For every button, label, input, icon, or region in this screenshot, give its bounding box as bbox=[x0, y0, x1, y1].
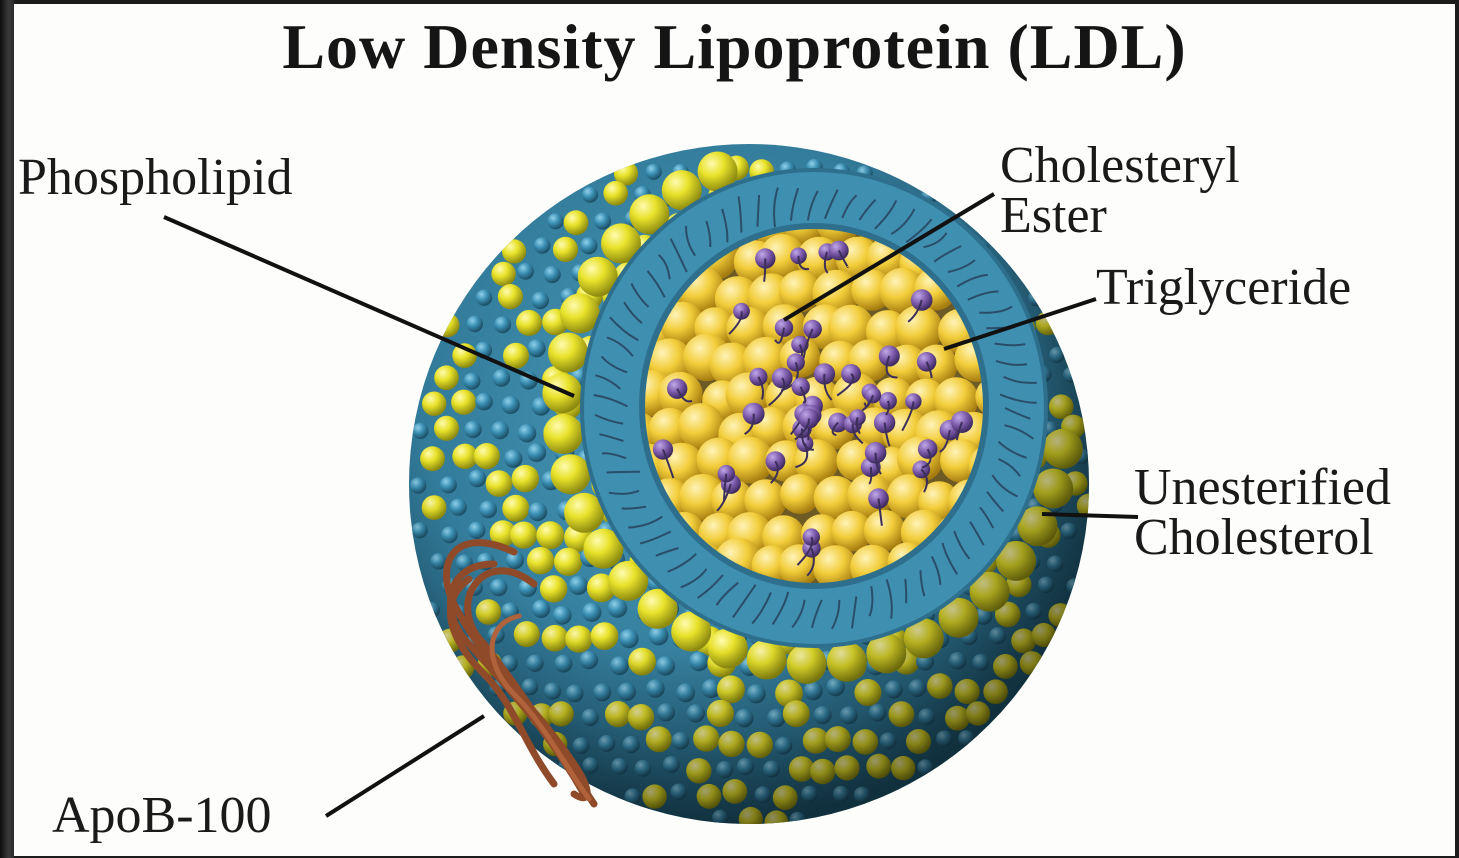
diagram-title: Low Density Lipoprotein (LDL) bbox=[14, 10, 1455, 84]
ldl-particle-illustration bbox=[14, 4, 1455, 856]
label-unesterified-line2: Cholesterol bbox=[1134, 516, 1374, 560]
fatty-acid-tail bbox=[607, 472, 641, 473]
label-unesterified-line1: Unesterified bbox=[1134, 466, 1391, 510]
window-bezel bbox=[0, 0, 14, 858]
cholesteryl-ester-bead bbox=[829, 241, 849, 261]
cholesteryl-ester-bead bbox=[912, 461, 930, 479]
label-cholesteryl-ester-line2: Ester bbox=[1000, 194, 1107, 238]
cholesteryl-ester-bead bbox=[874, 412, 895, 433]
fatty-acid-tail bbox=[905, 579, 906, 603]
label-phospholipid: Phospholipid bbox=[18, 156, 293, 200]
label-cholesteryl-ester-line1: Cholesteryl bbox=[1000, 144, 1240, 188]
cholesteryl-ester-bead bbox=[772, 368, 793, 389]
label-triglyceride: Triglyceride bbox=[1096, 266, 1351, 310]
diagram-canvas: Low Density Lipoprotein (LDL) Phospholip… bbox=[14, 4, 1455, 856]
label-apob-100: ApoB-100 bbox=[52, 794, 272, 838]
apob-100-leader bbox=[326, 716, 484, 816]
